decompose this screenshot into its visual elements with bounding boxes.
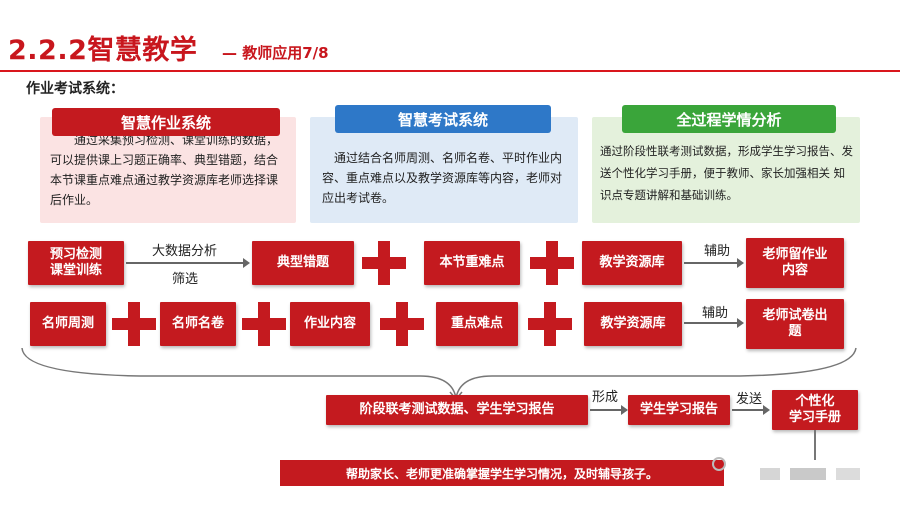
brace-connector xyxy=(21,347,857,400)
node-key-points: 本节重难点 xyxy=(424,241,520,285)
plus-icon xyxy=(530,241,574,285)
card-homework-text: 通过采集预习检测、课堂训练的数据，可以提供课上习题正确率、典型错题，结合本节课重… xyxy=(50,133,279,207)
node-resource-library: 教学资源库 xyxy=(582,241,682,285)
label-assist-2: 辅助 xyxy=(702,306,729,321)
label-big-data: 大数据分析 xyxy=(152,244,218,259)
card-exam-text: 通过结合名师周测、名师名卷、平时作业内容、重点难点以及教学资源库等内容，老师对应… xyxy=(322,151,563,205)
plus-icon xyxy=(112,302,156,346)
node-famous-papers: 名师名卷 xyxy=(160,302,236,346)
card-exam xyxy=(310,117,578,223)
card-analysis xyxy=(592,117,860,223)
node-weekly-test: 名师周测 xyxy=(30,302,106,346)
label-assist-1: 辅助 xyxy=(704,244,731,259)
card-analysis-title: 全过程学情分析 xyxy=(622,105,836,133)
node-student-report: 学生学习报告 xyxy=(628,395,730,425)
arrow-r2-1 xyxy=(684,318,744,328)
label-form: 形成 xyxy=(592,390,619,405)
card-homework-title: 智慧作业系统 xyxy=(52,108,280,136)
arrow-r3-1 xyxy=(590,405,628,415)
plus-icon xyxy=(362,241,406,285)
node-teacher-exam: 老师试卷出 题 xyxy=(746,299,844,349)
title-divider xyxy=(0,70,900,72)
node-teacher-homework: 老师留作业 内容 xyxy=(746,238,844,288)
node-homework-content: 作业内容 xyxy=(290,302,370,346)
section-heading: 作业考试系统： xyxy=(26,81,124,97)
plus-icon xyxy=(242,302,286,346)
label-filter: 筛选 xyxy=(172,272,199,287)
connector-line xyxy=(814,430,816,460)
arrow-r1-1 xyxy=(126,258,250,268)
plus-icon xyxy=(528,302,572,346)
watermark-block xyxy=(790,468,826,480)
card-analysis-text: 通过阶段性联考测试数据，形成学生学习报告、发送个性化学习手册，便于教师、家长加强… xyxy=(600,144,853,202)
summary-bar: 帮助家长、老师更准确掌握学生学习情况，及时辅导孩子。 xyxy=(280,460,724,486)
plus-icon xyxy=(380,302,424,346)
node-resource-library-2: 教学资源库 xyxy=(584,302,682,346)
node-typical-errors: 典型错题 xyxy=(252,241,354,285)
watermark-icon xyxy=(712,457,726,471)
watermark-block xyxy=(836,468,860,480)
node-joint-exam-data: 阶段联考测试数据、学生学习报告 xyxy=(326,395,588,425)
node-key-difficulties: 重点难点 xyxy=(436,302,518,346)
watermark-block xyxy=(760,468,780,480)
arrow-r3-2 xyxy=(732,405,770,415)
card-exam-title: 智慧考试系统 xyxy=(335,105,551,133)
page-subtitle: — 教师应用7/8 xyxy=(222,44,329,62)
node-preview-practice: 预习检测 课堂训练 xyxy=(28,241,124,285)
arrow-r1-2 xyxy=(684,258,744,268)
page-title: 2.2.2智慧教学 xyxy=(8,35,198,66)
label-send: 发送 xyxy=(736,392,763,407)
node-personalized-handbook: 个性化 学习手册 xyxy=(772,390,858,430)
